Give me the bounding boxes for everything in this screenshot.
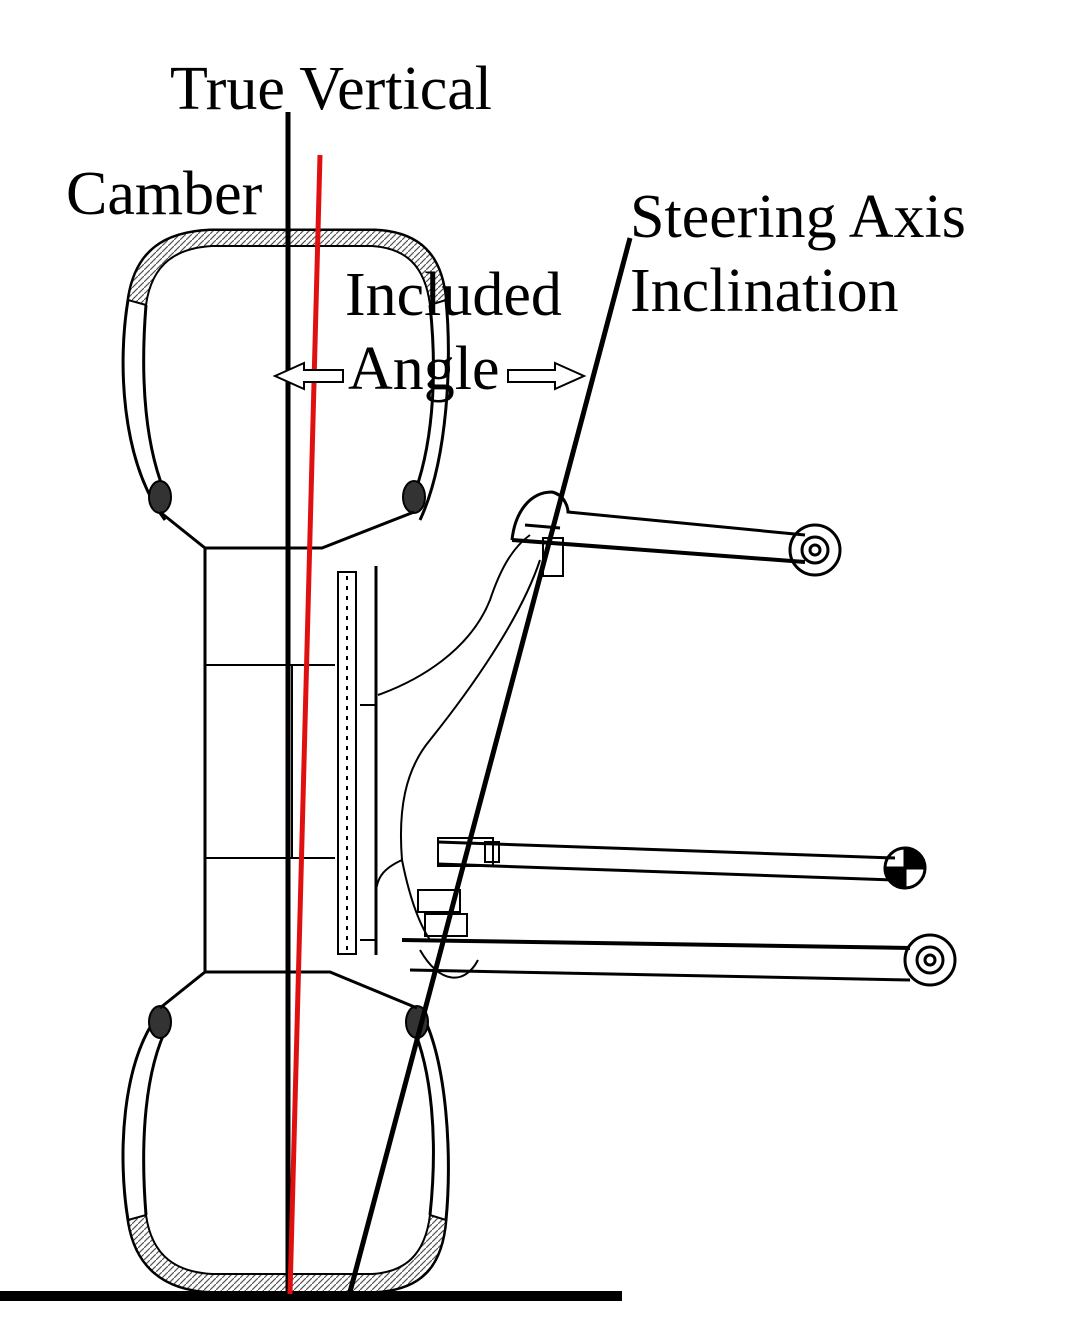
bead-lower-left	[148, 1005, 172, 1039]
included-angle-arrows	[272, 361, 587, 391]
lower-control-arm	[401, 889, 957, 987]
camber-line	[287, 154, 323, 1295]
steering-axis-line	[347, 237, 633, 1293]
steering-axis-inclination-label-line1: Steering Axis	[630, 183, 966, 251]
arrow-left-icon	[272, 361, 344, 391]
brake-rotor	[337, 566, 378, 955]
wheel-rim	[203, 546, 335, 974]
included-angle-label-line2: Angle	[348, 335, 500, 403]
true-vertical-label: True Vertical	[170, 55, 493, 123]
steering-axis-inclination-label-line2: Inclination	[630, 257, 899, 325]
steering-knuckle	[375, 534, 541, 979]
tie-rod	[437, 837, 927, 890]
bead-upper-right	[402, 480, 426, 514]
arrow-right-icon	[507, 361, 587, 391]
bead-upper-left	[148, 480, 172, 514]
camber-label: Camber	[66, 160, 263, 228]
included-angle-label-line1: Included	[345, 261, 562, 329]
